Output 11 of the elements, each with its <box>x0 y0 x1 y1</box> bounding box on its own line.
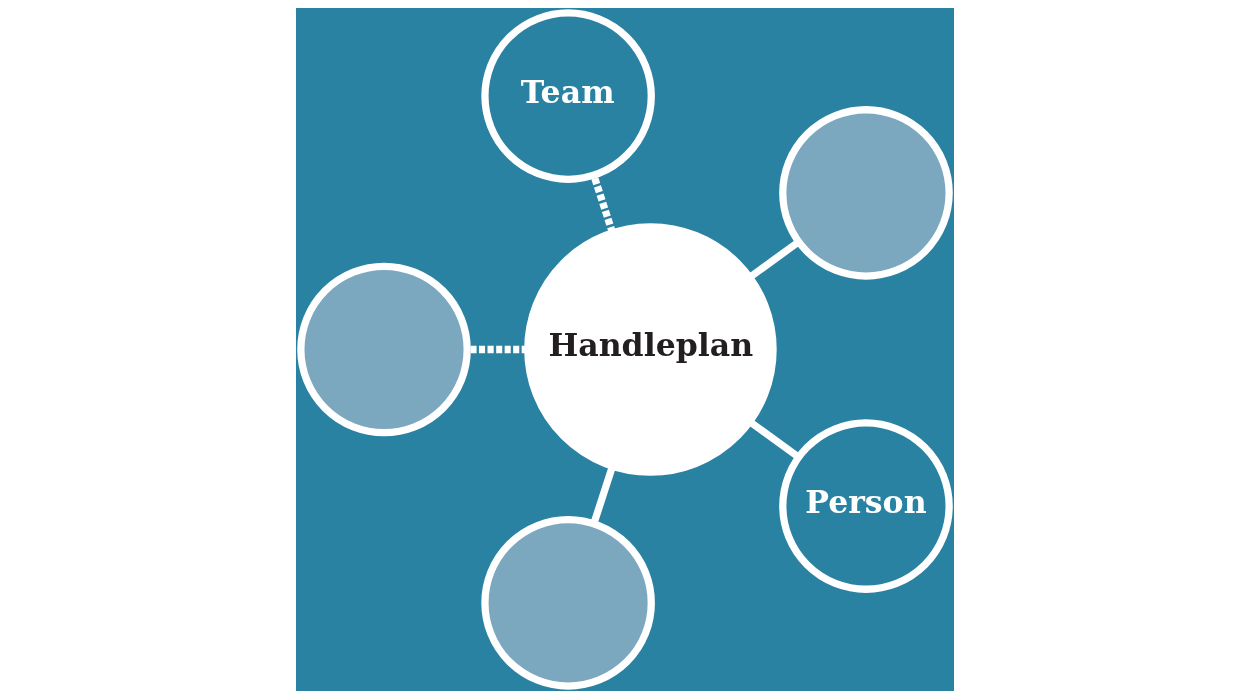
node-circle <box>297 262 471 437</box>
node-circle <box>481 516 655 690</box>
connector <box>590 174 616 234</box>
connector <box>590 465 616 525</box>
node-circle: Person <box>779 419 953 593</box>
node-circle: Team <box>481 9 655 183</box>
connector <box>747 238 801 281</box>
node-circle: Handleplan <box>524 223 777 476</box>
node-circle <box>779 106 953 280</box>
connector <box>467 345 528 354</box>
connector <box>747 418 801 461</box>
